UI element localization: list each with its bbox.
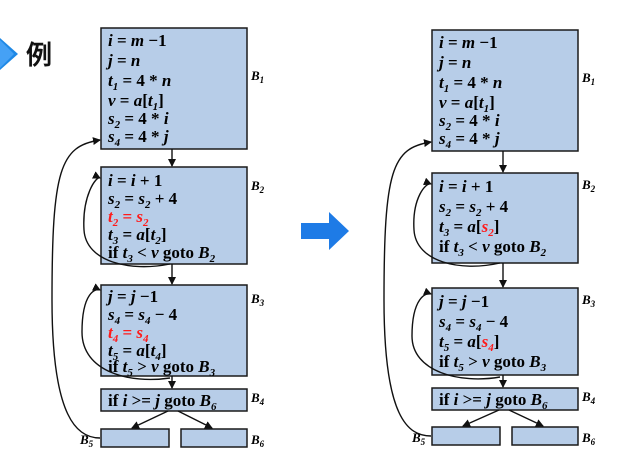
right-b2-line-3: t3 = a[s2] [439,217,499,239]
right-block-b6 [511,426,579,446]
left-b3-line-1: j = j −1 [105,287,158,306]
right-b3-line-4: if t5 > v goto B3 [439,352,547,374]
right-b2-code: i = i + 1 s2 = s2 + 4 t3 = a[s2] if t3 <… [438,177,547,259]
left-b2-line-2: s2 = s2 + 4 [107,189,178,211]
right-flow-graph: i = m −1 j = n t1 = 4 * n v = a[t1] s2 =… [383,29,596,447]
left-b1-line-6: s4 = 4 * j [107,127,169,149]
right-block-b4 [431,387,579,411]
right-block-b2 [431,172,579,264]
right-block-b5 [431,426,501,446]
left-block-b5 [100,428,170,448]
left-loop-b3 [81,283,171,381]
left-loop-b2 [83,171,171,268]
left-edges [51,137,213,439]
left-edge-b4-b6 [177,410,213,429]
right-block-b3 [431,287,579,376]
right-b4-code: if i >= j goto B6 [439,390,548,412]
left-label-b5: B5 [79,432,94,449]
left-label-b6: B6 [250,432,265,449]
left-b4-code: if i >= j goto B6 [108,391,217,413]
right-b1-line-6: s4 = 4 * j [438,129,500,151]
right-b3-code: j = j −1 s4 = s4 − 4 t5 = a[s4] if t5 > … [436,292,547,374]
left-b3-line-2: s4 = s4 − 4 [107,305,178,327]
right-b1-line-5: s2 = 4 * i [438,111,500,133]
right-block-b1 [431,29,579,152]
left-b1-line-3: t1 = 4 * n [108,71,171,93]
right-label-b5: B5 [411,430,426,447]
right-loop-b5 [383,139,432,437]
right-edge-b4-b5 [462,409,500,427]
left-b2-line-1: i = i + 1 [108,171,162,190]
right-b3-line-1: j = j −1 [436,292,489,311]
transform-arrow-icon [301,212,349,250]
right-b2-line-4: if t3 < v goto B2 [439,237,547,259]
left-b1-line-1: i = m −1 [108,31,167,50]
left-block-b3 [100,284,248,377]
title: 例 [0,38,52,71]
right-b2-line-2: s2 = s2 + 4 [438,197,509,219]
left-b2-code: i = i + 1 s2 = s2 + 4 t2 = s2 t3 = a[t2]… [107,171,216,265]
right-loop-b2 [413,177,501,267]
left-b3-line-5: if t5 > v goto B3 [108,357,216,379]
left-block-b1 [100,27,248,150]
right-b1-line-1: i = m −1 [439,33,498,52]
left-label-b1: B1 [250,68,264,85]
right-label-b2: B2 [581,177,596,194]
right-b1-code: i = m −1 j = n t1 = 4 * n v = a[t1] s2 =… [436,33,507,151]
left-block-b6 [180,428,248,448]
right-label-b1: B1 [581,70,595,87]
title-text: 例 [26,41,52,71]
right-b2-line-1: i = i + 1 [439,177,493,196]
left-b1-line-4: v = a[t1] [108,91,164,113]
left-b4-line-1: if i >= j goto B6 [108,391,217,413]
left-b1-line-2: j = n [105,51,140,70]
left-b2-line-5: if t3 < v goto B2 [108,243,216,265]
right-label-b4: B4 [581,389,596,406]
left-b3-code: j = j −1 s4 = s4 − 4 t4 = s4 t5 = a[t4] … [105,287,216,379]
right-b1-line-2: j = n [436,53,471,72]
left-b1-code: i = m −1 j = n t1 = 4 * n v = a[t1] s2 =… [105,31,176,149]
left-b3-line-4: t5 = a[t4] [108,341,167,363]
left-label-b4: B4 [250,390,265,407]
right-b4-line-1: if i >= j goto B6 [439,390,548,412]
left-b1-line-5: s2 = 4 * i [107,109,169,131]
left-label-b2: B2 [250,178,265,195]
left-block-b2 [100,166,248,265]
right-edges [383,139,544,437]
left-b2-line-4: t3 = a[t2] [108,225,167,247]
right-b1-line-4: v = a[t1] [439,93,495,115]
left-flow-graph: i = m −1 j = n t1 = 4 * n v = a[t1] s2 =… [51,27,265,449]
left-block-b4 [100,388,248,412]
right-label-b3: B3 [581,292,596,309]
left-b3-line-3: t4 = s4 [108,323,149,345]
right-b3-line-2: s4 = s4 − 4 [438,312,509,334]
right-edge-b4-b6 [508,409,544,427]
left-b2-line-3: t2 = s2 [108,207,149,229]
right-label-b6: B6 [581,430,596,447]
right-b3-line-3: t5 = a[s4] [439,332,499,354]
left-loop-b5 [51,137,101,439]
left-edge-b4-b5 [131,410,169,429]
right-loop-b3 [411,287,501,380]
right-b1-line-3: t1 = 4 * n [439,73,502,95]
left-label-b3: B3 [250,291,265,308]
